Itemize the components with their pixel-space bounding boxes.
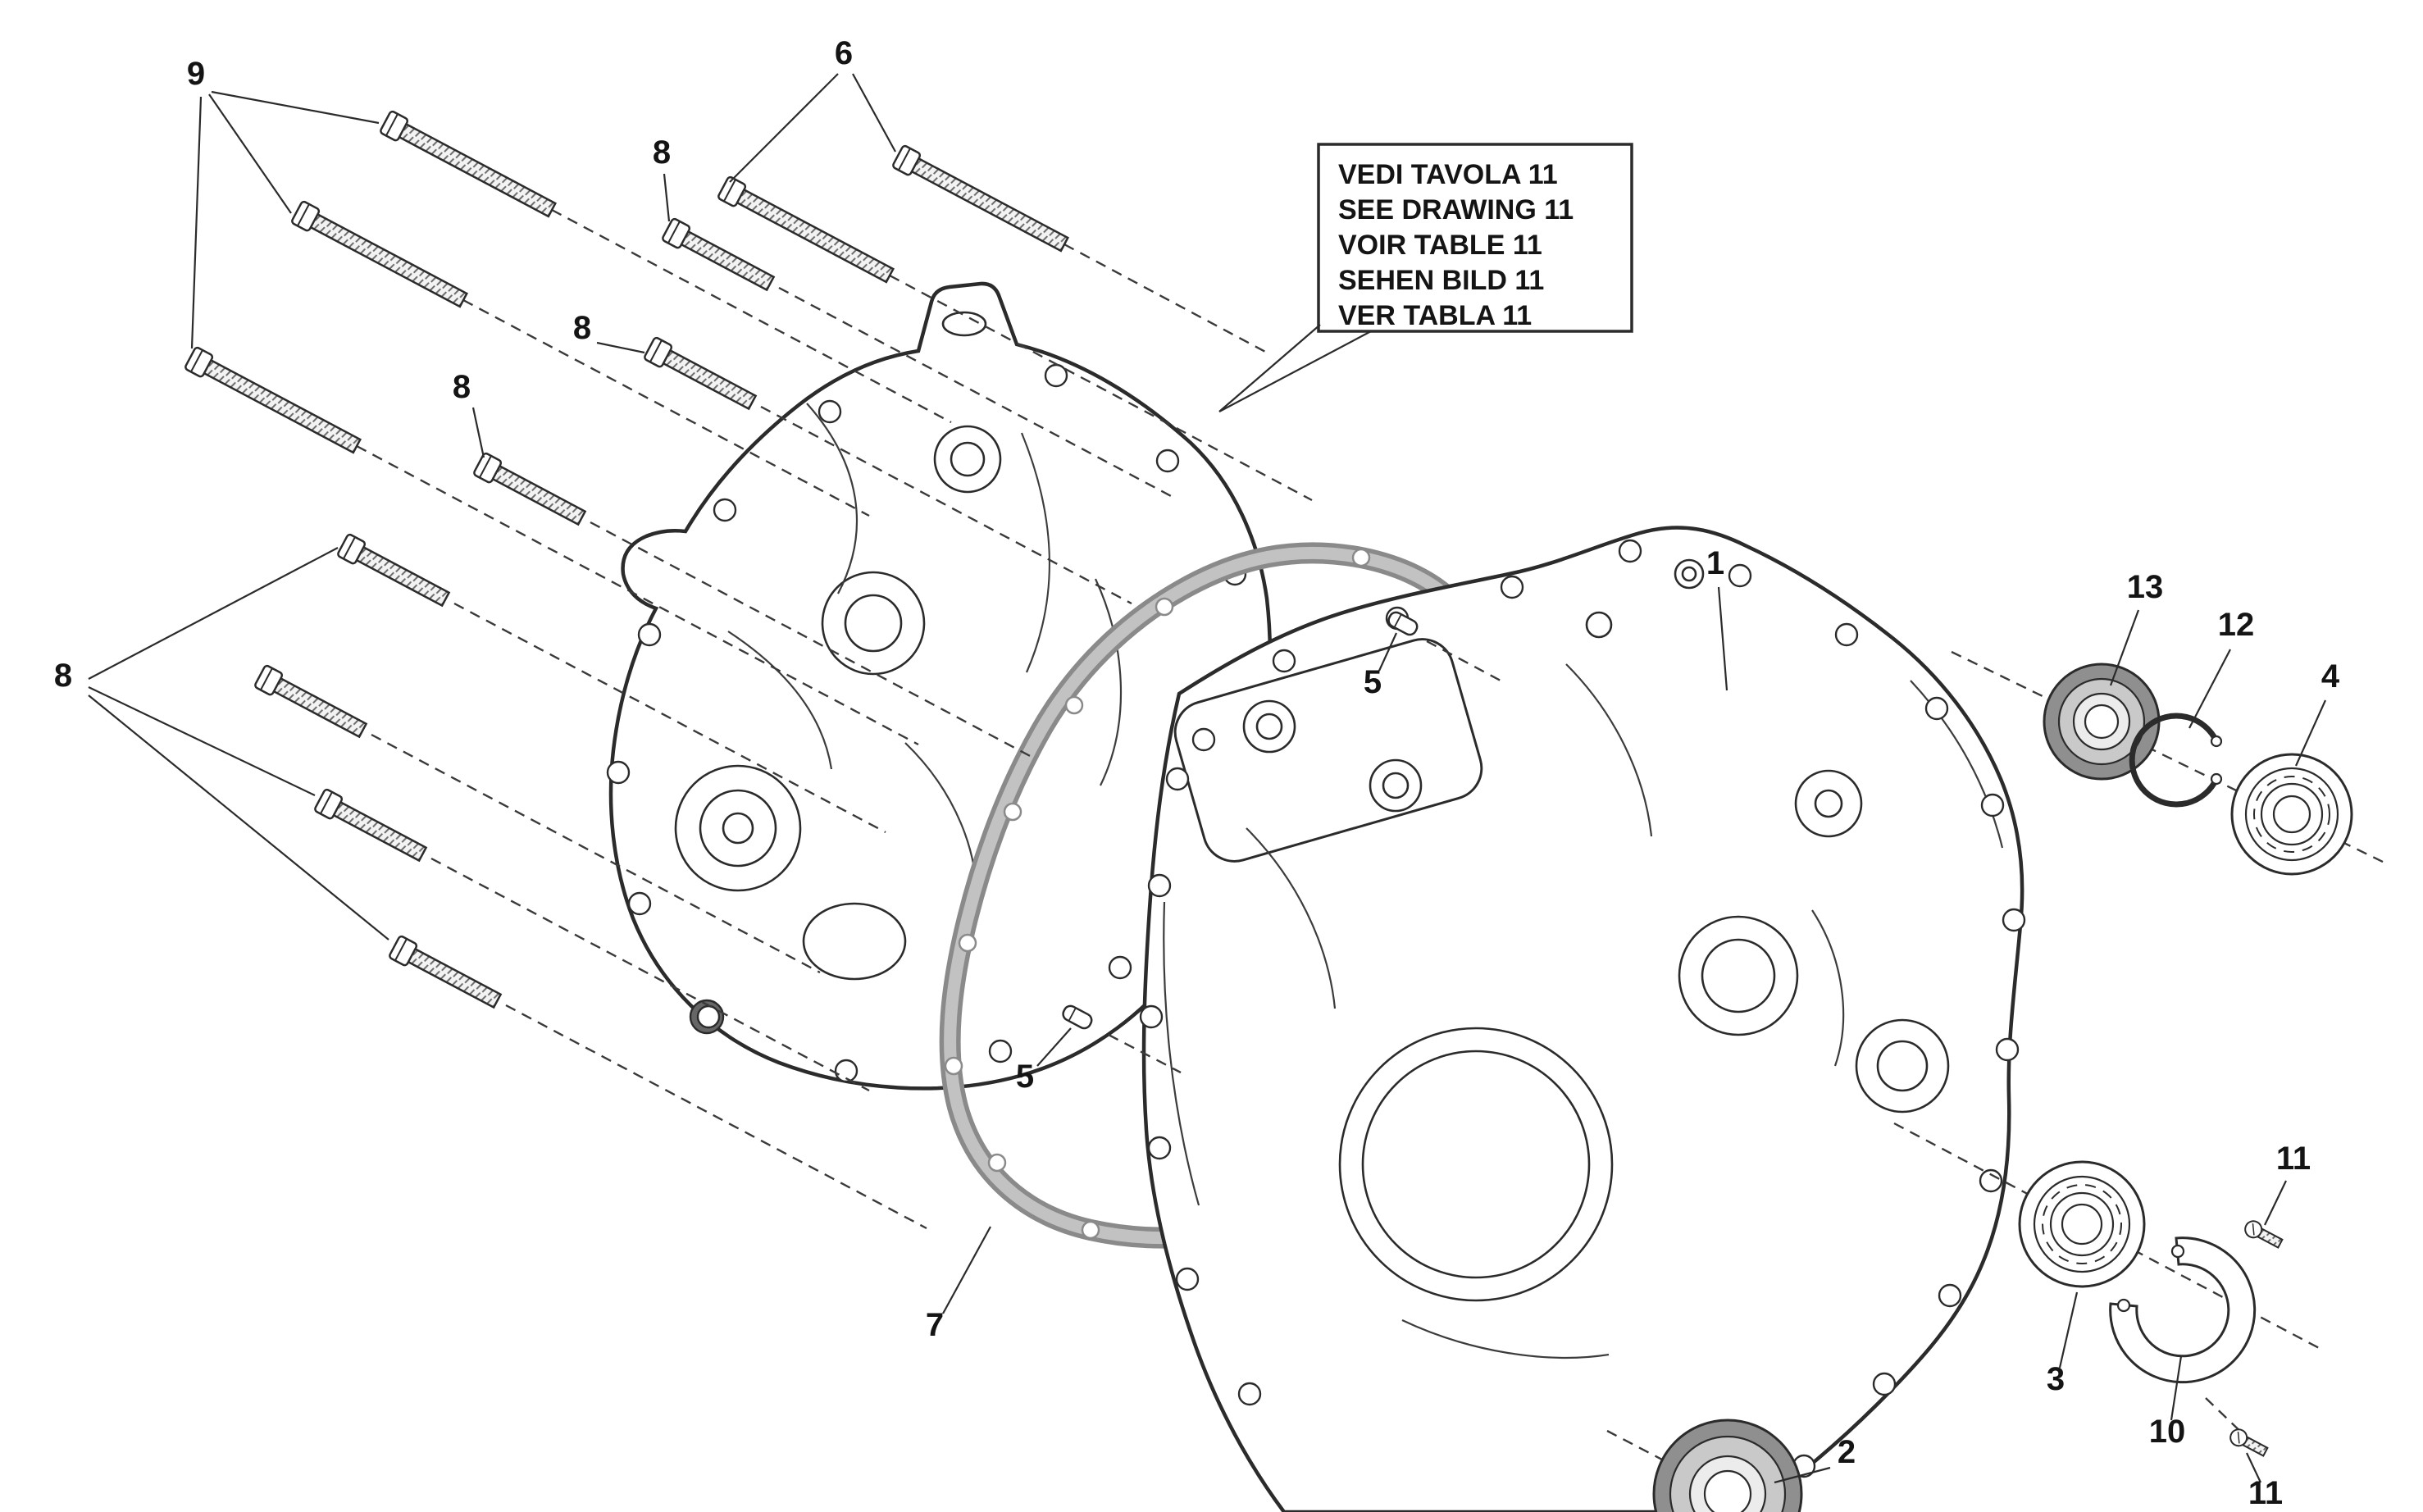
callout-11-upper: 11 [2276,1141,2311,1177]
bolt-8-b [642,335,759,415]
callout-10: 10 [2149,1414,2186,1450]
bolt-9-b [289,199,471,312]
callout-7: 7 [926,1307,944,1343]
leader-lines [88,73,2327,1484]
reference-note-box: VEDI TAVOLA 11 SEE DRAWING 11 VOIR TABLE… [1218,143,1633,412]
bearing-4 [2230,753,2353,876]
bolt-8-g [387,934,504,1013]
left-crankcase-half [606,281,1273,1091]
bearing-2 [1652,1419,1803,1512]
callout-8a: 8 [653,134,671,171]
note-line-1: VEDI TAVOLA 11 [1338,159,1558,190]
bearing-3 [2018,1160,2146,1288]
bolt-8-d [335,532,453,612]
bolt-6-a [890,143,1072,257]
callout-5-lower: 5 [1016,1059,1034,1095]
bearing-13 [2043,663,2161,781]
bolt-8-a [660,216,777,296]
callout-4: 4 [2321,658,2340,695]
callout-8b: 8 [573,310,591,346]
callout-9: 9 [187,56,205,92]
bolt-9-c [183,345,364,458]
screw-11-upper [2241,1217,2285,1252]
note-line-4: SEHEN BILD 11 [1338,265,1544,296]
right-crankcase-half [1139,526,2026,1512]
assembly-dashed-lines [356,208,2385,1487]
bolt-8-e [253,663,370,743]
note-line-3: VOIR TABLE 11 [1338,230,1542,261]
callout-3: 3 [2047,1361,2065,1397]
bolt-9-a [378,109,559,222]
circlip-12 [2129,713,2223,808]
callout-13: 13 [2127,569,2164,605]
note-line-5: VER TABLA 11 [1338,300,1532,331]
callout-2: 2 [1838,1434,1856,1470]
callout-8c: 8 [453,369,471,405]
note-box-border [1317,143,1633,333]
callout-6: 6 [835,35,853,71]
callout-1: 1 [1706,545,1724,581]
retaining-plate-10 [2109,1236,2257,1384]
callout-5-upper: 5 [1364,664,1382,700]
callout-8d: 8 [54,658,72,694]
bolt-8-f [312,787,430,867]
callout-11-lower: 11 [2248,1475,2283,1511]
note-line-2: SEE DRAWING 11 [1338,194,1574,225]
screw-11-lower [2226,1425,2270,1460]
callout-12: 12 [2218,607,2255,643]
